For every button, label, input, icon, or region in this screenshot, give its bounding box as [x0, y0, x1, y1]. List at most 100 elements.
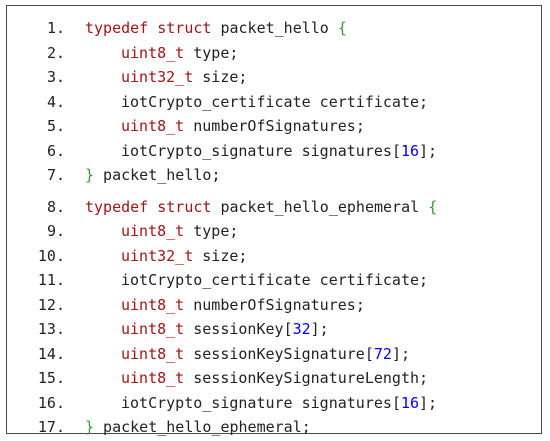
type-token: uint8_t — [121, 222, 185, 240]
type-token: uint32_t — [121, 68, 194, 86]
number-token: 32 — [292, 320, 311, 338]
code-text: } packet_hello_ephemeral; — [85, 415, 311, 440]
line-number: 4. — [46, 92, 65, 111]
code-line: 8. typedef struct packet_hello_ephemeral … — [7, 195, 541, 220]
code-line: 16.iotCrypto_signature signatures[16]; — [7, 391, 541, 416]
code-token: size — [193, 68, 239, 86]
line-number: 6. — [46, 141, 65, 160]
code-line: 12. uint8_t numberOfSignatures; — [7, 293, 541, 318]
code-token: ; — [229, 222, 239, 240]
code-token: iotCrypto_signature signatures — [121, 393, 392, 412]
keyword-token: typedef struct — [85, 19, 212, 37]
code-line: 7.} packet_hello; — [7, 163, 541, 188]
code-lines: 1.typedef struct packet_hello { 2. uint8_t… — [7, 16, 541, 440]
code-token: ; — [419, 369, 429, 387]
code-token: packet_hello_ephemeral — [211, 197, 429, 216]
code-token: ]; — [391, 344, 410, 363]
code-token: ]; — [310, 320, 329, 338]
code-text: uint8_t sessionKeySignature[72]; — [85, 342, 410, 367]
code-token: ; — [355, 295, 365, 314]
code-text: iotCrypto_certificate certificate; — [85, 268, 428, 293]
code-line: 11. iotCrypto_certificate certificate; — [7, 268, 541, 293]
type-token: uint8_t — [121, 43, 185, 62]
code-text: uint8_t type; — [85, 41, 238, 66]
code-token: iotCrypto_certificate certificate — [121, 92, 420, 111]
code-token: type — [184, 222, 230, 240]
code-token: size — [193, 246, 239, 265]
brace-token: } — [85, 166, 95, 184]
code-token: ; — [301, 418, 311, 436]
line-number: 12. — [37, 295, 65, 314]
type-token: uint32_t — [121, 246, 194, 265]
code-text: typedef struct packet_hello { — [85, 16, 347, 41]
code-token: ; — [211, 166, 221, 184]
line-number: 2. — [46, 43, 65, 62]
line-number: 13. — [37, 320, 65, 338]
code-line: 5. uint8_t numberOfSignatures; — [7, 114, 541, 139]
code-text: iotCrypto_certificate certificate; — [85, 90, 428, 115]
line-number: 7. — [46, 166, 65, 184]
type-token: uint8_t — [121, 369, 185, 387]
code-text: uint8_t numberOfSignatures; — [85, 293, 365, 318]
brace-token: } — [85, 418, 95, 436]
line-number: 5. — [46, 117, 65, 135]
code-line: 6. iotCrypto_signature signatures[16]; — [7, 139, 541, 164]
code-token: sessionKey — [184, 320, 284, 338]
code-token: ; — [238, 68, 248, 86]
code-token: type — [184, 43, 230, 62]
code-token: packet_hello — [211, 19, 338, 37]
code-token: [ — [283, 320, 293, 338]
code-token: [ — [391, 393, 401, 412]
number-token: 16 — [400, 141, 420, 160]
number-token: 16 — [400, 393, 420, 412]
code-text: uint8_t sessionKeySignatureLength; — [85, 366, 428, 391]
type-token: uint8_t — [121, 295, 185, 314]
code-text: uint8_t type; — [85, 219, 238, 244]
code-token: ; — [229, 43, 239, 62]
code-token: ; — [355, 117, 365, 135]
code-token: [ — [391, 141, 401, 160]
code-token: ; — [419, 92, 429, 111]
line-number: 9. — [46, 222, 65, 240]
code-text: uint8_t numberOfSignatures; — [85, 114, 365, 139]
code-token: numberOfSignatures — [184, 295, 356, 314]
line-number: 8. — [46, 197, 65, 216]
code-token: sessionKeySignature — [184, 344, 365, 363]
code-token: ]; — [419, 393, 438, 412]
code-token: [ — [364, 344, 374, 363]
type-token: uint8_t — [121, 344, 185, 363]
number-token: 72 — [373, 344, 392, 363]
keyword-token: typedef struct — [85, 197, 212, 216]
code-line: 15. uint8_t sessionKeySignatureLength; — [7, 366, 541, 391]
code-line: 17. } packet_hello_ephemeral; — [7, 415, 541, 440]
code-line: 4. iotCrypto_certificate certificate; — [7, 90, 541, 115]
line-number: 15. — [37, 369, 65, 387]
code-text: uint32_t size; — [85, 65, 247, 90]
code-listing: 1.typedef struct packet_hello { 2. uint8_t… — [6, 5, 542, 436]
code-text: iotCrypto_signature signatures[16]; — [85, 139, 437, 164]
type-token: uint8_t — [121, 117, 185, 135]
code-line: 1.typedef struct packet_hello { — [7, 16, 541, 41]
code-text: typedef struct packet_hello_ephemeral { — [85, 195, 437, 220]
code-token: iotCrypto_signature signatures — [121, 141, 392, 160]
code-token: sessionKeySignatureLength — [184, 369, 420, 387]
line-number: 3. — [46, 68, 65, 86]
brace-token: { — [428, 197, 438, 216]
code-token: ]; — [419, 141, 438, 160]
code-line: 3. uint32_t size; — [7, 65, 541, 90]
line-number: 11. — [37, 271, 65, 289]
line-number: 17. — [37, 418, 65, 436]
code-token: numberOfSignatures — [184, 117, 356, 135]
line-number: 14. — [37, 344, 65, 363]
code-text: uint32_t size; — [85, 244, 247, 269]
code-line: 10. uint32_t size; — [7, 244, 541, 269]
line-number: 10. — [37, 246, 65, 265]
code-line: 14. uint8_t sessionKeySignature[72]; — [7, 342, 541, 367]
brace-token: { — [337, 19, 347, 37]
code-token: packet_hello — [94, 166, 212, 184]
code-token: ; — [238, 246, 248, 265]
code-line: 13.uint8_t sessionKey[32]; — [7, 317, 541, 342]
code-text: } packet_hello; — [85, 163, 220, 188]
code-line: 9. uint8_t type; — [7, 219, 541, 244]
code-line: 2. uint8_t type; — [7, 41, 541, 66]
